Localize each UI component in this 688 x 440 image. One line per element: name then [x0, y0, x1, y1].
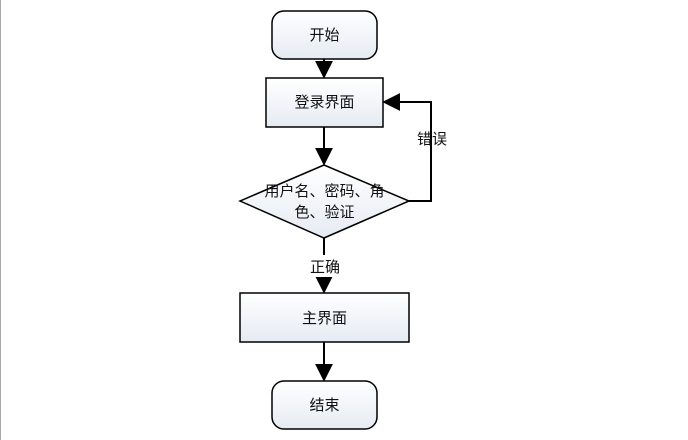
end-label: 结束: [309, 396, 340, 414]
login-label: 登录界面: [294, 93, 355, 111]
login-node: [265, 77, 384, 128]
arrow-error-loop: [382, 93, 432, 202]
decision-label-line1: 用户名、密码、角: [264, 182, 385, 200]
error-label: 错误: [416, 130, 447, 148]
main-label: 主界面: [301, 309, 347, 327]
left-border: [0, 0, 1, 440]
correct-label: 正确: [300, 257, 350, 277]
decision-label-line2: 色、验证: [294, 203, 355, 221]
start-label: 开始: [309, 26, 340, 44]
